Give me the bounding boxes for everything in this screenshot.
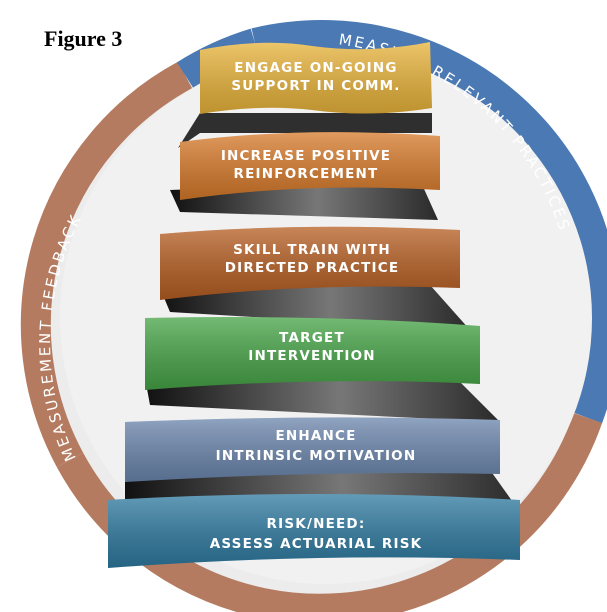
step-band-4: TARGET INTERVENTION (145, 317, 480, 390)
step-6-line-1: RISK/NEED: (267, 516, 366, 532)
step-band-3: SKILL TRAIN WITH DIRECTED PRACTICE (160, 226, 460, 300)
step-4-line-2: INTERVENTION (248, 348, 376, 364)
step-1-line-2: SUPPORT IN COMM. (231, 78, 400, 94)
step-band-6: RISK/NEED: ASSESS ACTUARIAL RISK (108, 494, 520, 568)
ring-arc-brown-left (20, 61, 193, 468)
step-6-line-2: ASSESS ACTUARIAL RISK (210, 536, 423, 552)
ring-arc-blue (251, 20, 607, 424)
step-2-line-1: INCREASE POSITIVE (221, 148, 391, 164)
step-3-line-2: DIRECTED PRACTICE (225, 260, 400, 276)
step-5-line-2: INTRINSIC MOTIVATION (216, 448, 417, 464)
step-band-2: INCREASE POSITIVE REINFORCEMENT (180, 132, 440, 200)
step-band-5: ENHANCE INTRINSIC MOTIVATION (125, 417, 500, 482)
spiral-twist-1 (178, 113, 432, 148)
step-1-line-1: ENGAGE ON-GOING (234, 60, 397, 76)
spiral-twist-4 (145, 372, 500, 422)
step-3-line-1: SKILL TRAIN WITH (233, 242, 391, 258)
step-band-1: ENGAGE ON-GOING SUPPORT IN COMM. (200, 42, 432, 114)
step-2-line-2: REINFORCEMENT (234, 166, 379, 182)
step-5-line-1: ENHANCE (275, 428, 356, 444)
step-4-line-1: TARGET (279, 330, 345, 346)
spiral-twist-3 (160, 285, 470, 330)
figure-title: Figure 3 (40, 26, 127, 52)
